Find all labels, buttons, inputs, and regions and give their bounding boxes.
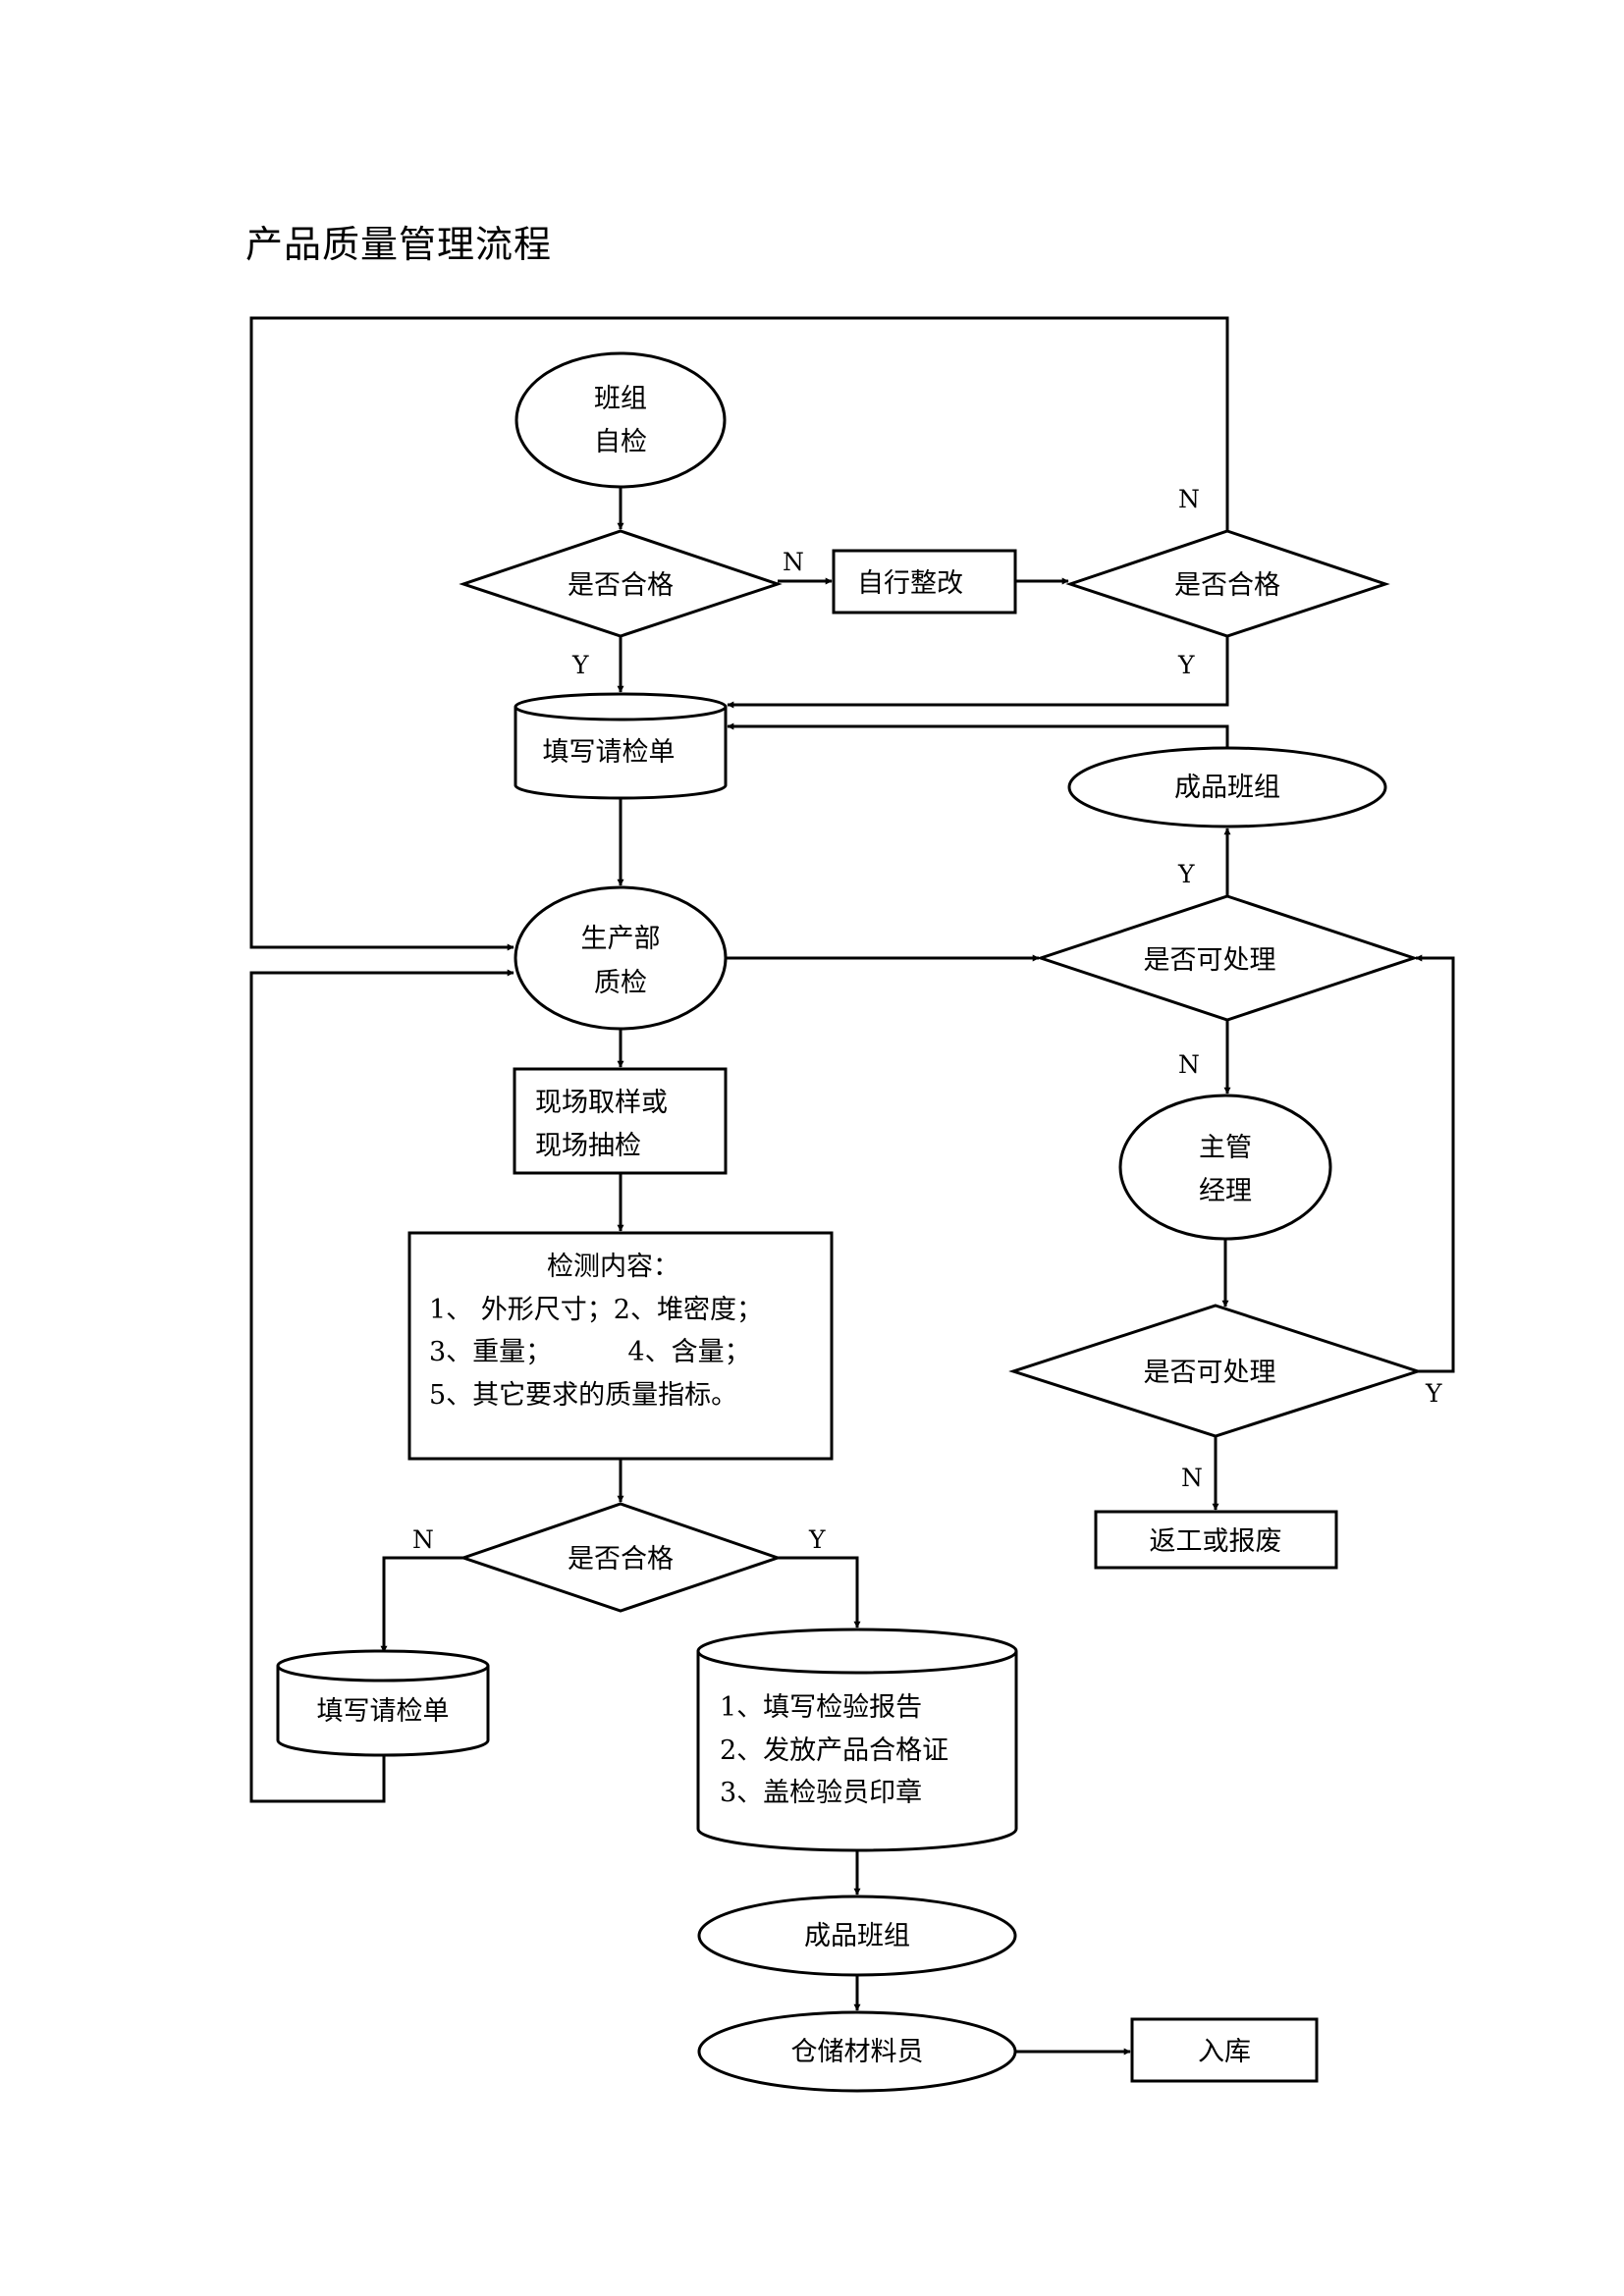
qualified-2-label: 是否合格 <box>1174 570 1280 601</box>
fill-request-2-label: 填写请检单 <box>317 1696 450 1727</box>
edge-label-h2-no: N <box>1181 1464 1203 1492</box>
warehouse-clerk-label: 仓储材料员 <box>791 2037 924 2067</box>
edge-label-q1-yes: Y <box>571 651 589 679</box>
self-rectify-label: 自行整改 <box>857 568 963 599</box>
supervisor-label-2: 经理 <box>1199 1176 1252 1206</box>
edge-label-q2-no: N <box>1178 485 1200 513</box>
production-qc-node <box>514 885 728 1031</box>
production-qc-label-2: 质检 <box>594 968 647 998</box>
rework-or-scrap-label: 返工或报废 <box>1150 1526 1282 1557</box>
rework-or-scrap-node <box>1094 1510 1338 1570</box>
supervisor-label-1: 主管 <box>1199 1133 1252 1163</box>
storage-node <box>1130 2017 1319 2083</box>
qualified-decision-3 <box>459 1502 783 1613</box>
edge-label-q2-yes: Y <box>1177 651 1195 679</box>
team-self-check-node <box>514 351 727 489</box>
finished-team-1-label: 成品班组 <box>1174 773 1280 803</box>
inspection-content-line-3: 5、其它要求的质量指标。 <box>429 1380 737 1411</box>
fill-request-form-node-1 <box>514 692 728 800</box>
supervisor-manager-node <box>1118 1094 1332 1241</box>
production-qc-label-1: 生产部 <box>581 924 661 954</box>
inspection-report-node <box>696 1628 1018 1852</box>
inspection-content-line-1: 1、 外形尺寸；2、堆密度； <box>429 1295 763 1325</box>
report-step-3: 3、盖检验员印章 <box>720 1778 922 1808</box>
report-step-1: 1、填写检验报告 <box>720 1692 922 1723</box>
fill-request-form-node-2 <box>276 1649 490 1757</box>
inspection-content-node <box>407 1231 834 1461</box>
edge-label-h1-no: N <box>1178 1050 1200 1079</box>
page-title: 产品质量管理流程 <box>245 223 553 266</box>
onsite-sampling-node <box>513 1067 728 1175</box>
onsite-sampling-label-1: 现场取样或 <box>535 1088 668 1118</box>
fill-request-1-label: 填写请检单 <box>543 737 676 768</box>
inspection-content-heading: 检测内容： <box>547 1252 679 1282</box>
edge-fill2-loop-to-qc <box>249 969 514 1803</box>
team-self-check-label-1: 班组 <box>594 384 647 414</box>
qualified-3-label: 是否合格 <box>568 1544 674 1575</box>
can-handle-1-label: 是否可处理 <box>1144 945 1276 976</box>
edge-label-h2-yes: Y <box>1425 1379 1442 1408</box>
edge-h2-to-h1 <box>1415 954 1455 1373</box>
edge-label-q3-yes: Y <box>808 1525 826 1554</box>
report-step-2: 2、发放产品合格证 <box>720 1735 948 1766</box>
inspection-content-line-2: 3、重量； 4、含量； <box>429 1337 751 1367</box>
edge-q3-to-report <box>778 1556 861 1629</box>
finished-team-2-label: 成品班组 <box>804 1921 910 1951</box>
edge-label-q1-no: N <box>783 548 804 576</box>
edge-finished1-to-fill1 <box>727 722 1229 748</box>
onsite-sampling-label-2: 现场抽检 <box>535 1131 641 1161</box>
edge-label-h1-yes: Y <box>1177 860 1195 888</box>
edge-q3-to-fill2 <box>380 1556 463 1653</box>
edge-q2-to-fill1 <box>727 636 1229 709</box>
edge-label-q3-no: N <box>412 1525 434 1554</box>
qualified-1-label: 是否合格 <box>568 570 674 601</box>
edge-q2-loop-to-qc <box>249 316 1229 951</box>
can-handle-2-label: 是否可处理 <box>1144 1358 1276 1388</box>
storage-label: 入库 <box>1198 2037 1251 2067</box>
team-self-check-label-2: 自检 <box>594 427 647 457</box>
